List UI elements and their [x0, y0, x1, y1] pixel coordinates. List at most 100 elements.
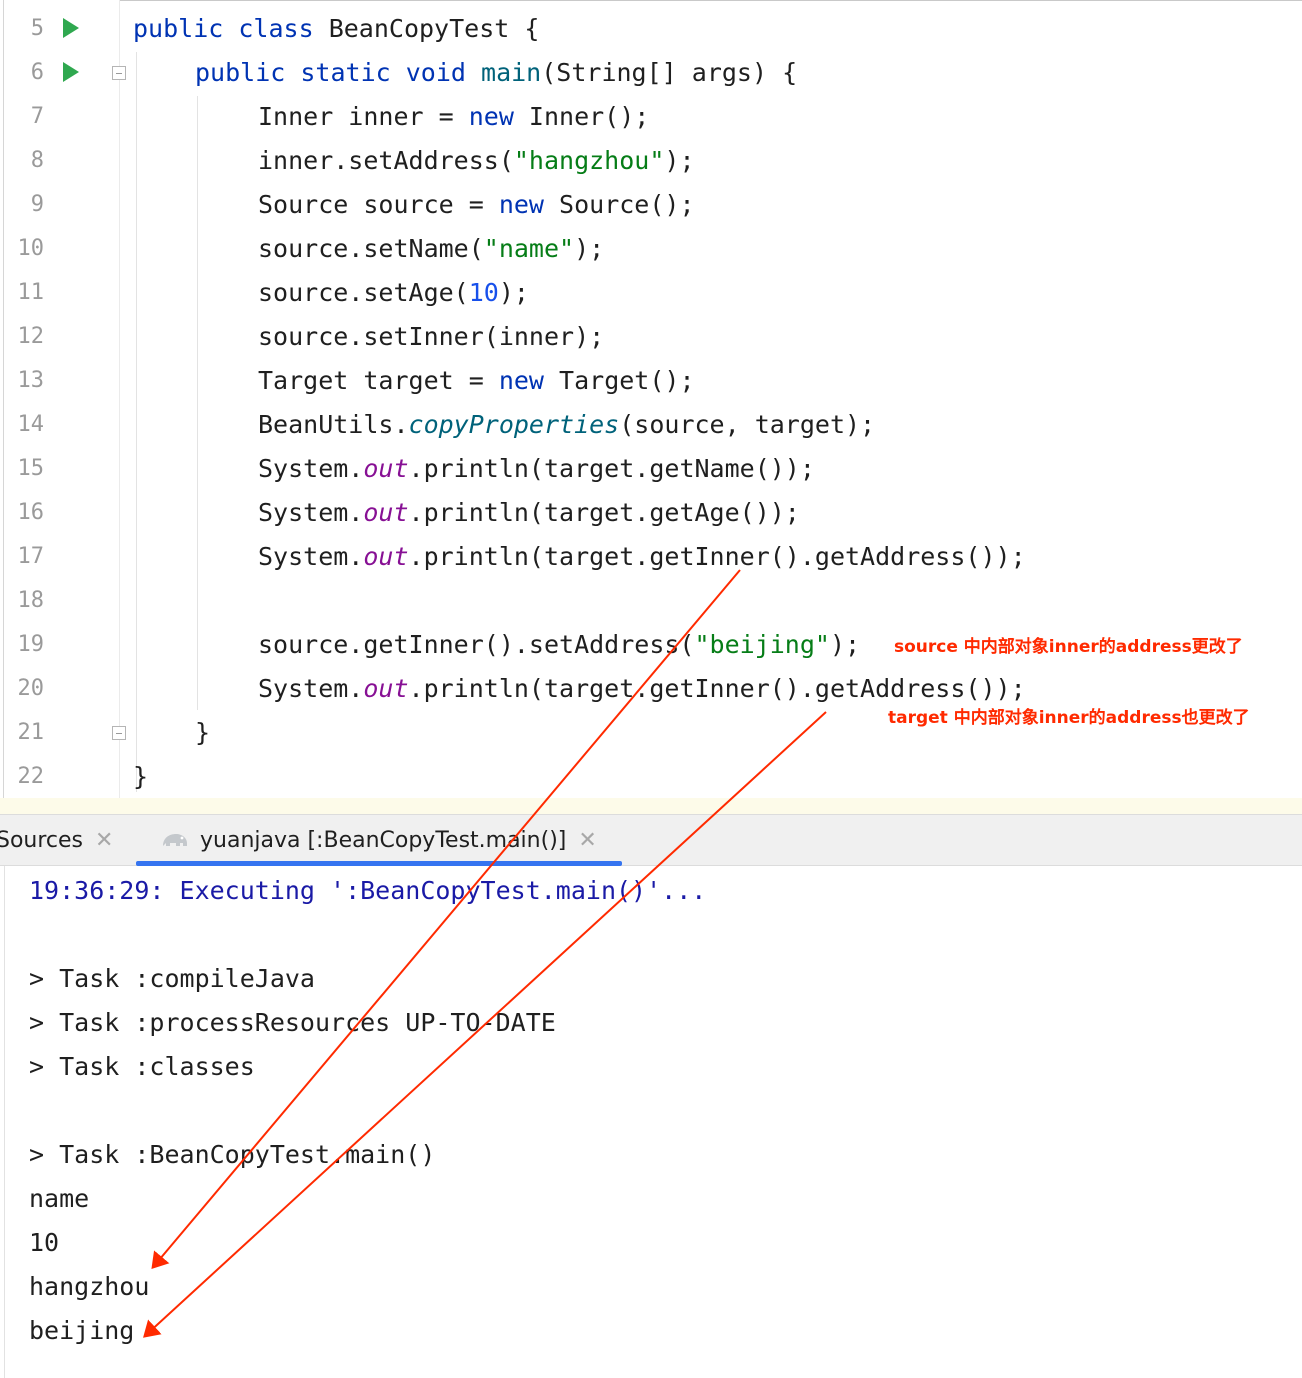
static-field: out — [363, 498, 409, 527]
code-line-21: } — [195, 711, 210, 755]
code-line-15: System.out.println(target.getName()); — [258, 447, 815, 491]
keyword: class — [238, 14, 314, 43]
fold-marker-icon[interactable] — [112, 66, 126, 80]
line-number: 12 — [17, 324, 45, 349]
line-number: 14 — [17, 412, 45, 437]
string-literal: "name" — [483, 234, 575, 263]
run-console[interactable]: 19:36:29: Executing ':BeanCopyTest.main(… — [0, 866, 1302, 1378]
code-text: ); — [664, 146, 695, 175]
console-left-divider — [4, 866, 5, 1378]
code-text: Source(); — [543, 190, 695, 219]
code-text: .println(target.getName()); — [408, 454, 815, 483]
string-literal: "beijing" — [694, 630, 830, 659]
code-line-17: System.out.println(target.getInner().get… — [258, 535, 1026, 579]
number-literal: 10 — [468, 278, 499, 307]
console-line-output: name — [29, 1184, 90, 1213]
line-number: 6 — [30, 60, 44, 85]
line-number: 10 — [17, 236, 45, 261]
code-line-19: source.getInner().setAddress("beijing"); — [258, 623, 860, 667]
indent-guide — [136, 52, 137, 792]
console-line: > Task :BeanCopyTest.main() — [29, 1140, 436, 1169]
console-line: > Task :processResources UP-TO-DATE — [29, 1008, 556, 1037]
keyword: new — [498, 190, 544, 219]
line-number: 7 — [30, 104, 44, 129]
target-change-annotation: target 中内部对象inner的address也更改了 — [888, 708, 1250, 728]
tab-run-label: yuanjava [:BeanCopyTest.main()] — [200, 828, 567, 853]
line-number: 22 — [17, 764, 45, 789]
line-number: 20 — [17, 676, 45, 701]
line-number: 8 — [30, 148, 44, 173]
line-number: 11 — [17, 280, 45, 305]
code-text: ); — [829, 630, 861, 659]
code-text: source.setName( — [258, 234, 484, 263]
code-line-12: source.setInner(inner); — [258, 315, 604, 359]
code-text: ); — [574, 234, 605, 263]
code-text: Target target = — [258, 366, 499, 395]
code-text: Target(); — [543, 366, 695, 395]
gutter-right-divider — [119, 0, 120, 814]
static-field: out — [363, 674, 409, 703]
code-line-9: Source source = new Source(); — [258, 183, 695, 227]
gradle-elephant-icon — [163, 834, 187, 846]
code-line-5: public class BeanCopyTest { — [133, 7, 539, 51]
code-line-22: } — [133, 755, 148, 799]
editor-gutter: 5 6 7 8 9 10 11 12 13 14 15 16 17 18 19 … — [0, 0, 126, 814]
close-icon[interactable]: ✕ — [95, 828, 114, 853]
static-method: copyProperties — [408, 410, 620, 439]
tab-sources[interactable]: Sources ✕ — [0, 815, 113, 867]
code-text: .println(target.getInner().getAddress())… — [408, 674, 1026, 703]
code-text: } — [195, 718, 211, 747]
gutter-left-divider — [3, 0, 4, 814]
console-line-executing: 19:36:29: Executing ':BeanCopyTest.main(… — [29, 876, 707, 905]
line-number: 13 — [17, 368, 45, 393]
editor-bottom-strip — [0, 798, 1302, 814]
line-number: 21 — [17, 720, 45, 745]
run-main-icon[interactable] — [63, 62, 79, 82]
close-icon[interactable]: ✕ — [578, 828, 597, 853]
line-number: 19 — [17, 632, 45, 657]
console-line-output: beijing — [29, 1316, 135, 1345]
code-text: .println(target.getAge()); — [408, 498, 800, 527]
code-text: System. — [258, 542, 364, 571]
line-number: 16 — [17, 500, 45, 525]
code-text: inner.setAddress( — [258, 146, 514, 175]
tab-sources-label: Sources — [0, 828, 84, 853]
line-number: 9 — [30, 192, 44, 217]
code-line-11: source.setAge(10); — [258, 271, 529, 315]
run-class-icon[interactable] — [63, 18, 79, 38]
code-text: source.setInner(inner); — [258, 322, 605, 351]
code-text: } — [133, 762, 149, 791]
line-number: 18 — [17, 588, 45, 613]
code-text: Source source = — [258, 190, 499, 219]
tab-run-yuanjava[interactable]: yuanjava [:BeanCopyTest.main()] ✕ — [200, 815, 597, 867]
indent-guide — [197, 96, 198, 710]
source-change-annotation: source 中内部对象inner的address更改了 — [894, 637, 1243, 657]
line-number: 17 — [17, 544, 45, 569]
tool-window-tabbar: Sources ✕ yuanjava [:BeanCopyTest.main()]… — [0, 814, 1302, 866]
code-text: (String[] args) { — [541, 58, 798, 87]
keyword: static — [300, 58, 391, 87]
console-line-output: hangzhou — [29, 1272, 150, 1301]
code-editor[interactable]: 5 6 7 8 9 10 11 12 13 14 15 16 17 18 19 … — [0, 0, 1302, 814]
static-field: out — [363, 542, 409, 571]
code-text: source.getInner().setAddress( — [258, 630, 695, 659]
code-text: ); — [498, 278, 529, 307]
fold-marker-icon[interactable] — [112, 726, 126, 740]
code-line-6: public static void main(String[] args) { — [195, 51, 797, 95]
code-text: (source, target); — [619, 410, 876, 439]
code-text: Inner inner = — [258, 102, 469, 131]
line-number: 5 — [30, 16, 44, 41]
console-line: > Task :compileJava — [29, 964, 315, 993]
code-text: System. — [258, 454, 364, 483]
code-text: System. — [258, 674, 364, 703]
line-number: 15 — [17, 456, 45, 481]
keyword: new — [468, 102, 514, 131]
method-name: main — [481, 58, 542, 87]
editor-top-border — [0, 0, 1302, 6]
code-line-7: Inner inner = new Inner(); — [258, 95, 649, 139]
console-line-output: 10 — [29, 1228, 60, 1257]
code-text: .println(target.getInner().getAddress())… — [408, 542, 1026, 571]
code-line-16: System.out.println(target.getAge()); — [258, 491, 800, 535]
keyword: public — [195, 58, 286, 87]
string-literal: "hangzhou" — [513, 146, 665, 175]
